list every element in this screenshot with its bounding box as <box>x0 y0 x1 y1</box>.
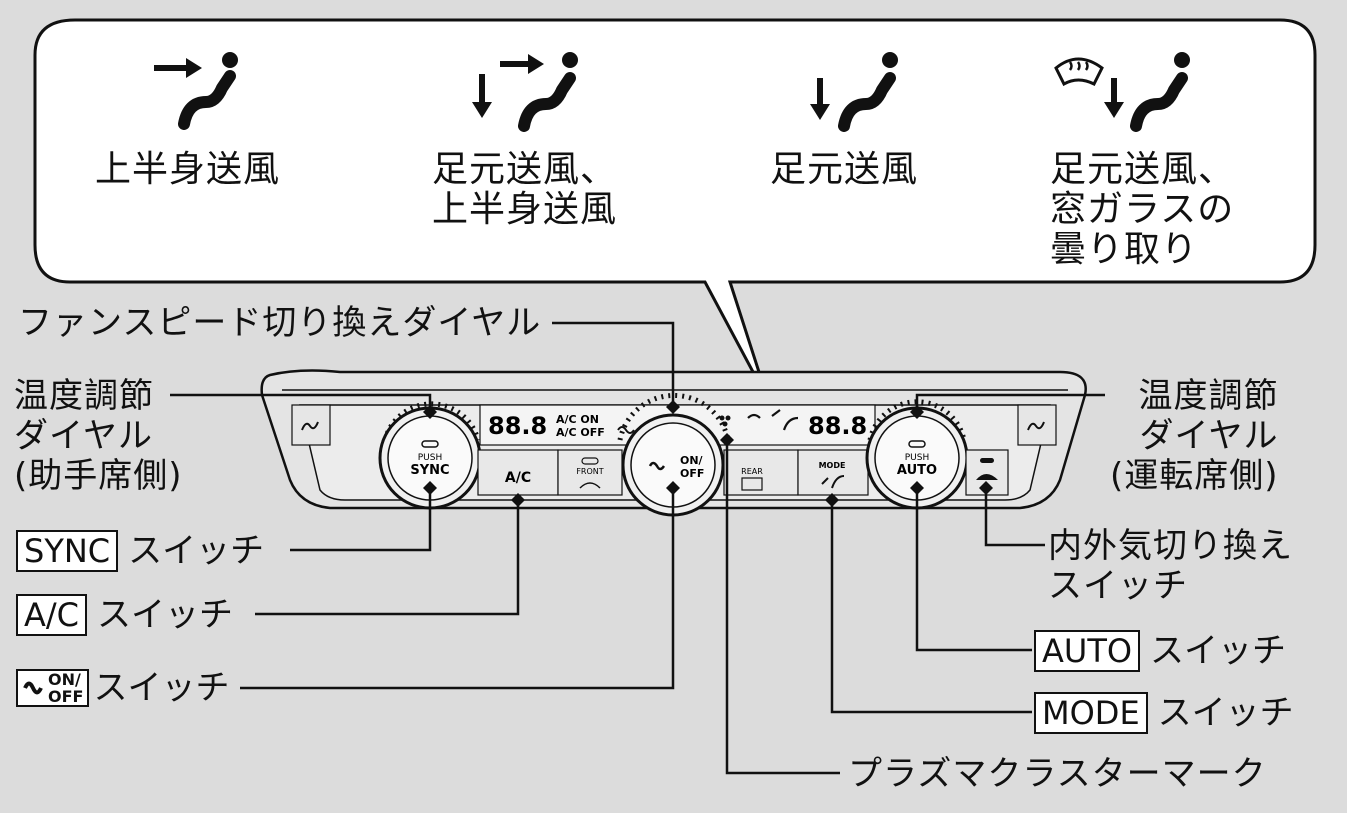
sync-dial-label: SYNC <box>410 463 449 478</box>
display-ac-on: A/C ON <box>556 413 599 426</box>
fan-dial-fan-icon <box>648 461 666 471</box>
ac-key: A/C <box>16 594 88 636</box>
rear-defrost-button[interactable] <box>723 449 799 496</box>
mode-label-upper-body: 上半身送風 <box>95 149 281 190</box>
sync-switch-label: SYNC スイッチ <box>16 530 264 572</box>
fan-speed-dial-label: ファンスピード切り換えダイヤル <box>18 303 542 343</box>
foot-and-upper-airflow-icon <box>472 52 578 132</box>
fan-speed-dial[interactable]: ON/ OFF <box>617 393 731 517</box>
temp-dial-driver-label: 温度調節 ダイヤル (運転席側) <box>1110 376 1279 496</box>
sync-key: SYNC <box>16 530 119 572</box>
temp-dial-passenger[interactable]: PUSH SYNC <box>378 401 482 510</box>
foot-and-defrost-airflow-icon <box>1054 52 1190 132</box>
front-defrost-label: FRONT <box>576 467 603 476</box>
display-fan-icon <box>617 426 635 434</box>
recirculation-switch-label: 内外気切り換え スイッチ <box>1048 526 1293 606</box>
temp-dial-passenger-label: 温度調節 ダイヤル (助手席側) <box>14 376 183 496</box>
front-defrost-icon <box>579 482 601 489</box>
display-temp-left: 88.8 <box>488 412 547 440</box>
display-mode-icon <box>747 409 799 431</box>
mode-button-label: MODE <box>819 461 846 470</box>
ac-button-label: A/C <box>505 470 531 486</box>
sync-dial-push: PUSH <box>418 453 443 463</box>
plasmacluster-dot-icon <box>719 415 725 421</box>
seat-heater-left-icon[interactable] <box>301 421 319 431</box>
mode-button[interactable] <box>797 449 869 496</box>
rear-defrost-icon <box>741 477 763 491</box>
fan-dial-on: ON/ <box>680 454 704 467</box>
fan-key-icon <box>23 681 43 695</box>
fan-key-on: ON/ <box>48 670 81 689</box>
upper-body-airflow-icon <box>154 52 238 130</box>
auto-dial-push: PUSH <box>905 453 930 463</box>
fan-switch-suffix: スイッチ <box>93 668 230 708</box>
fan-switch-label: ON/ OFF スイッチ <box>16 668 229 708</box>
fan-key-off: OFF <box>48 687 84 706</box>
seat-heater-right-icon[interactable] <box>1027 421 1045 431</box>
mode-key: MODE <box>1034 692 1148 734</box>
display-temp-right: 88.8 <box>808 412 867 440</box>
mode-label-foot: 足元送風 <box>770 149 919 190</box>
sync-switch-suffix: スイッチ <box>128 531 265 571</box>
mode-label-foot-defrost: 足元送風、 窓ガラスの 曇り取り <box>1050 149 1236 270</box>
foot-airflow-icon <box>810 52 898 132</box>
fan-key: ON/ OFF <box>16 669 90 707</box>
temp-dial-driver[interactable]: PUSH AUTO <box>865 399 969 510</box>
auto-key: AUTO <box>1034 630 1141 672</box>
mode-label-foot-upper: 足元送風、 上半身送風 <box>432 149 618 230</box>
auto-switch-label: AUTO スイッチ <box>1034 630 1286 672</box>
mode-button-icon <box>821 475 845 489</box>
auto-switch-suffix: スイッチ <box>1150 631 1287 671</box>
plasmacluster-mark-label: プラズマクラスターマーク <box>848 754 1267 794</box>
display-ac-off: A/C OFF <box>556 426 605 439</box>
fan-dial-off: OFF <box>680 467 704 480</box>
mode-switch-suffix: スイッチ <box>1157 693 1294 733</box>
mode-switch-label: MODE スイッチ <box>1034 692 1294 734</box>
ac-switch-label: A/C スイッチ <box>16 594 233 636</box>
rear-defrost-label: REAR <box>741 467 763 476</box>
ac-switch-suffix: スイッチ <box>97 595 234 635</box>
auto-dial-label: AUTO <box>897 463 937 478</box>
recirculation-car-icon <box>976 474 998 480</box>
